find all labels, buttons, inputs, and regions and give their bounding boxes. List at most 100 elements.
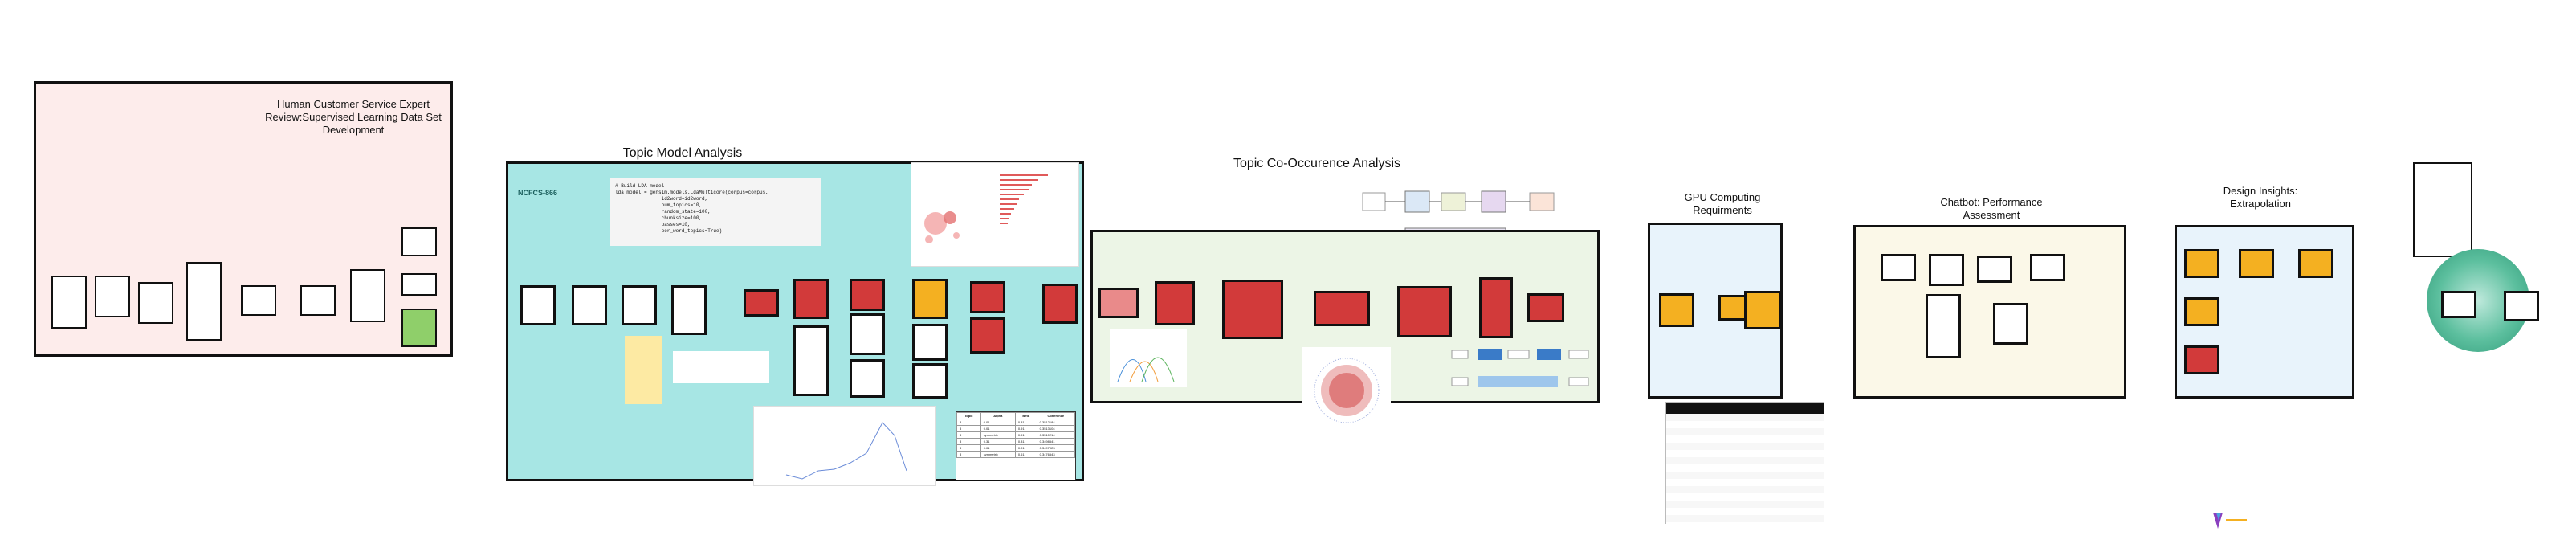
topic-card-red bbox=[744, 289, 779, 317]
design-card-orange bbox=[2184, 249, 2219, 278]
table-header-cell: Topic bbox=[956, 412, 981, 419]
chatbot-title: Chatbot: Performance Assessment bbox=[1940, 196, 2043, 221]
table-cell: 0.61 bbox=[1014, 451, 1037, 458]
final-card bbox=[2441, 291, 2476, 318]
topic-card-red bbox=[970, 281, 1005, 313]
design-card-orange bbox=[2239, 249, 2274, 278]
review-step-card bbox=[95, 276, 130, 317]
table-cell: 0.3497023 bbox=[1036, 444, 1076, 452]
scatter-plot bbox=[1302, 347, 1391, 434]
table-cell: 0.3512184 bbox=[1036, 419, 1076, 426]
table-cell: 0.91 bbox=[1014, 425, 1037, 432]
distribution-plot bbox=[1110, 329, 1187, 387]
topic-card bbox=[850, 313, 885, 355]
topic-card-red bbox=[850, 279, 885, 311]
cooc-card-red bbox=[1155, 281, 1195, 325]
table-header-cell: Coherence bbox=[1036, 412, 1076, 419]
table-cell: 8 bbox=[956, 419, 981, 426]
review-step-card bbox=[401, 273, 437, 296]
review-step-card bbox=[401, 227, 437, 256]
scatter-plot-svg bbox=[1314, 358, 1380, 423]
table-cell: 8 bbox=[956, 451, 981, 458]
design-card-orange bbox=[2298, 249, 2333, 278]
review-step-card bbox=[300, 285, 336, 316]
review-final-card bbox=[401, 309, 437, 347]
cooc-card-red bbox=[1397, 286, 1452, 337]
table-cell: 0.01 bbox=[980, 444, 1016, 452]
cooc-card-red bbox=[1527, 293, 1564, 322]
flow-diagram-svg bbox=[1451, 349, 1589, 387]
chatbot-card bbox=[1926, 294, 1961, 358]
topic-card bbox=[572, 285, 607, 325]
table-cell: 0.3476543 bbox=[1036, 451, 1076, 458]
topic-card bbox=[622, 285, 657, 325]
design-card-orange bbox=[2184, 297, 2219, 326]
gpu-card-orange bbox=[1744, 291, 1781, 329]
cooc-card-red bbox=[1314, 291, 1370, 326]
cooc-card-red bbox=[1479, 277, 1513, 338]
review-step-card bbox=[241, 285, 276, 316]
table-cell: 0.01 bbox=[980, 425, 1016, 432]
table-cell: 0.3510214 bbox=[1036, 431, 1076, 439]
review-step-card bbox=[51, 276, 87, 329]
formula-snippet bbox=[673, 351, 769, 383]
topic-card-red bbox=[1042, 284, 1078, 324]
review-step-card bbox=[350, 269, 385, 322]
chatbot-section bbox=[1853, 225, 2126, 399]
design-card-red bbox=[2184, 345, 2219, 374]
review-step-card bbox=[138, 282, 173, 324]
chatbot-card bbox=[1993, 303, 2028, 345]
flow-diagram bbox=[1450, 347, 1592, 395]
chatbot-card bbox=[1881, 254, 1916, 281]
topic-card bbox=[671, 285, 707, 335]
table-cell: 0.01 bbox=[980, 419, 1016, 426]
table-cell: 0.3513104 bbox=[1036, 425, 1076, 432]
topic-card bbox=[793, 325, 829, 396]
table-cell: 0.31 bbox=[980, 438, 1016, 445]
logo-icon bbox=[2211, 509, 2250, 532]
table-header-cell: Alpha bbox=[980, 412, 1016, 419]
gpu-spec-table-header bbox=[1666, 403, 1824, 414]
chatbot-card bbox=[1929, 254, 1964, 286]
document-shape bbox=[2413, 162, 2472, 257]
table-header-row: Topic Alpha Beta Coherence bbox=[956, 412, 1076, 419]
design-title: Design Insights: Extrapolation bbox=[2223, 185, 2298, 210]
gpu-spec-table-body bbox=[1666, 414, 1824, 525]
coherence-line-svg bbox=[785, 422, 907, 480]
lda-code-block: # Build LDA model lda_model = gensim.mod… bbox=[610, 178, 821, 246]
topic-card bbox=[520, 285, 556, 325]
cooccurrence-title: Topic Co-Occurence Analysis bbox=[1233, 157, 1401, 170]
table-header-cell: Beta bbox=[1014, 412, 1037, 419]
table-cell: symmetric bbox=[980, 451, 1016, 458]
table-cell: 8 bbox=[956, 444, 981, 452]
cooc-card-pink bbox=[1098, 288, 1139, 318]
topic-card bbox=[912, 324, 948, 361]
ncfcs-label: NCFCS-866 bbox=[518, 189, 558, 197]
table-cell: 0.31 bbox=[1014, 419, 1037, 426]
gpu-card-orange bbox=[1659, 293, 1694, 327]
logo-icon-svg bbox=[2213, 513, 2247, 529]
chatbot-card bbox=[1977, 256, 2012, 283]
topic-card bbox=[850, 359, 885, 398]
review-step-card bbox=[186, 262, 222, 341]
topic-visualization-svg bbox=[924, 174, 1048, 243]
topic-note bbox=[625, 336, 662, 404]
distribution-plot-svg bbox=[1117, 357, 1175, 382]
topic-card-red bbox=[970, 317, 1005, 354]
table-cell: 8 bbox=[956, 431, 981, 439]
topic-visualization-image bbox=[911, 162, 1079, 267]
topic-card-orange bbox=[912, 279, 948, 319]
table-cell: 0.91 bbox=[1014, 431, 1037, 439]
table-cell: symmetric bbox=[980, 431, 1016, 439]
table-cell: 8 bbox=[956, 438, 981, 445]
chatbot-card bbox=[2030, 254, 2065, 281]
gpu-spec-table bbox=[1665, 402, 1824, 525]
